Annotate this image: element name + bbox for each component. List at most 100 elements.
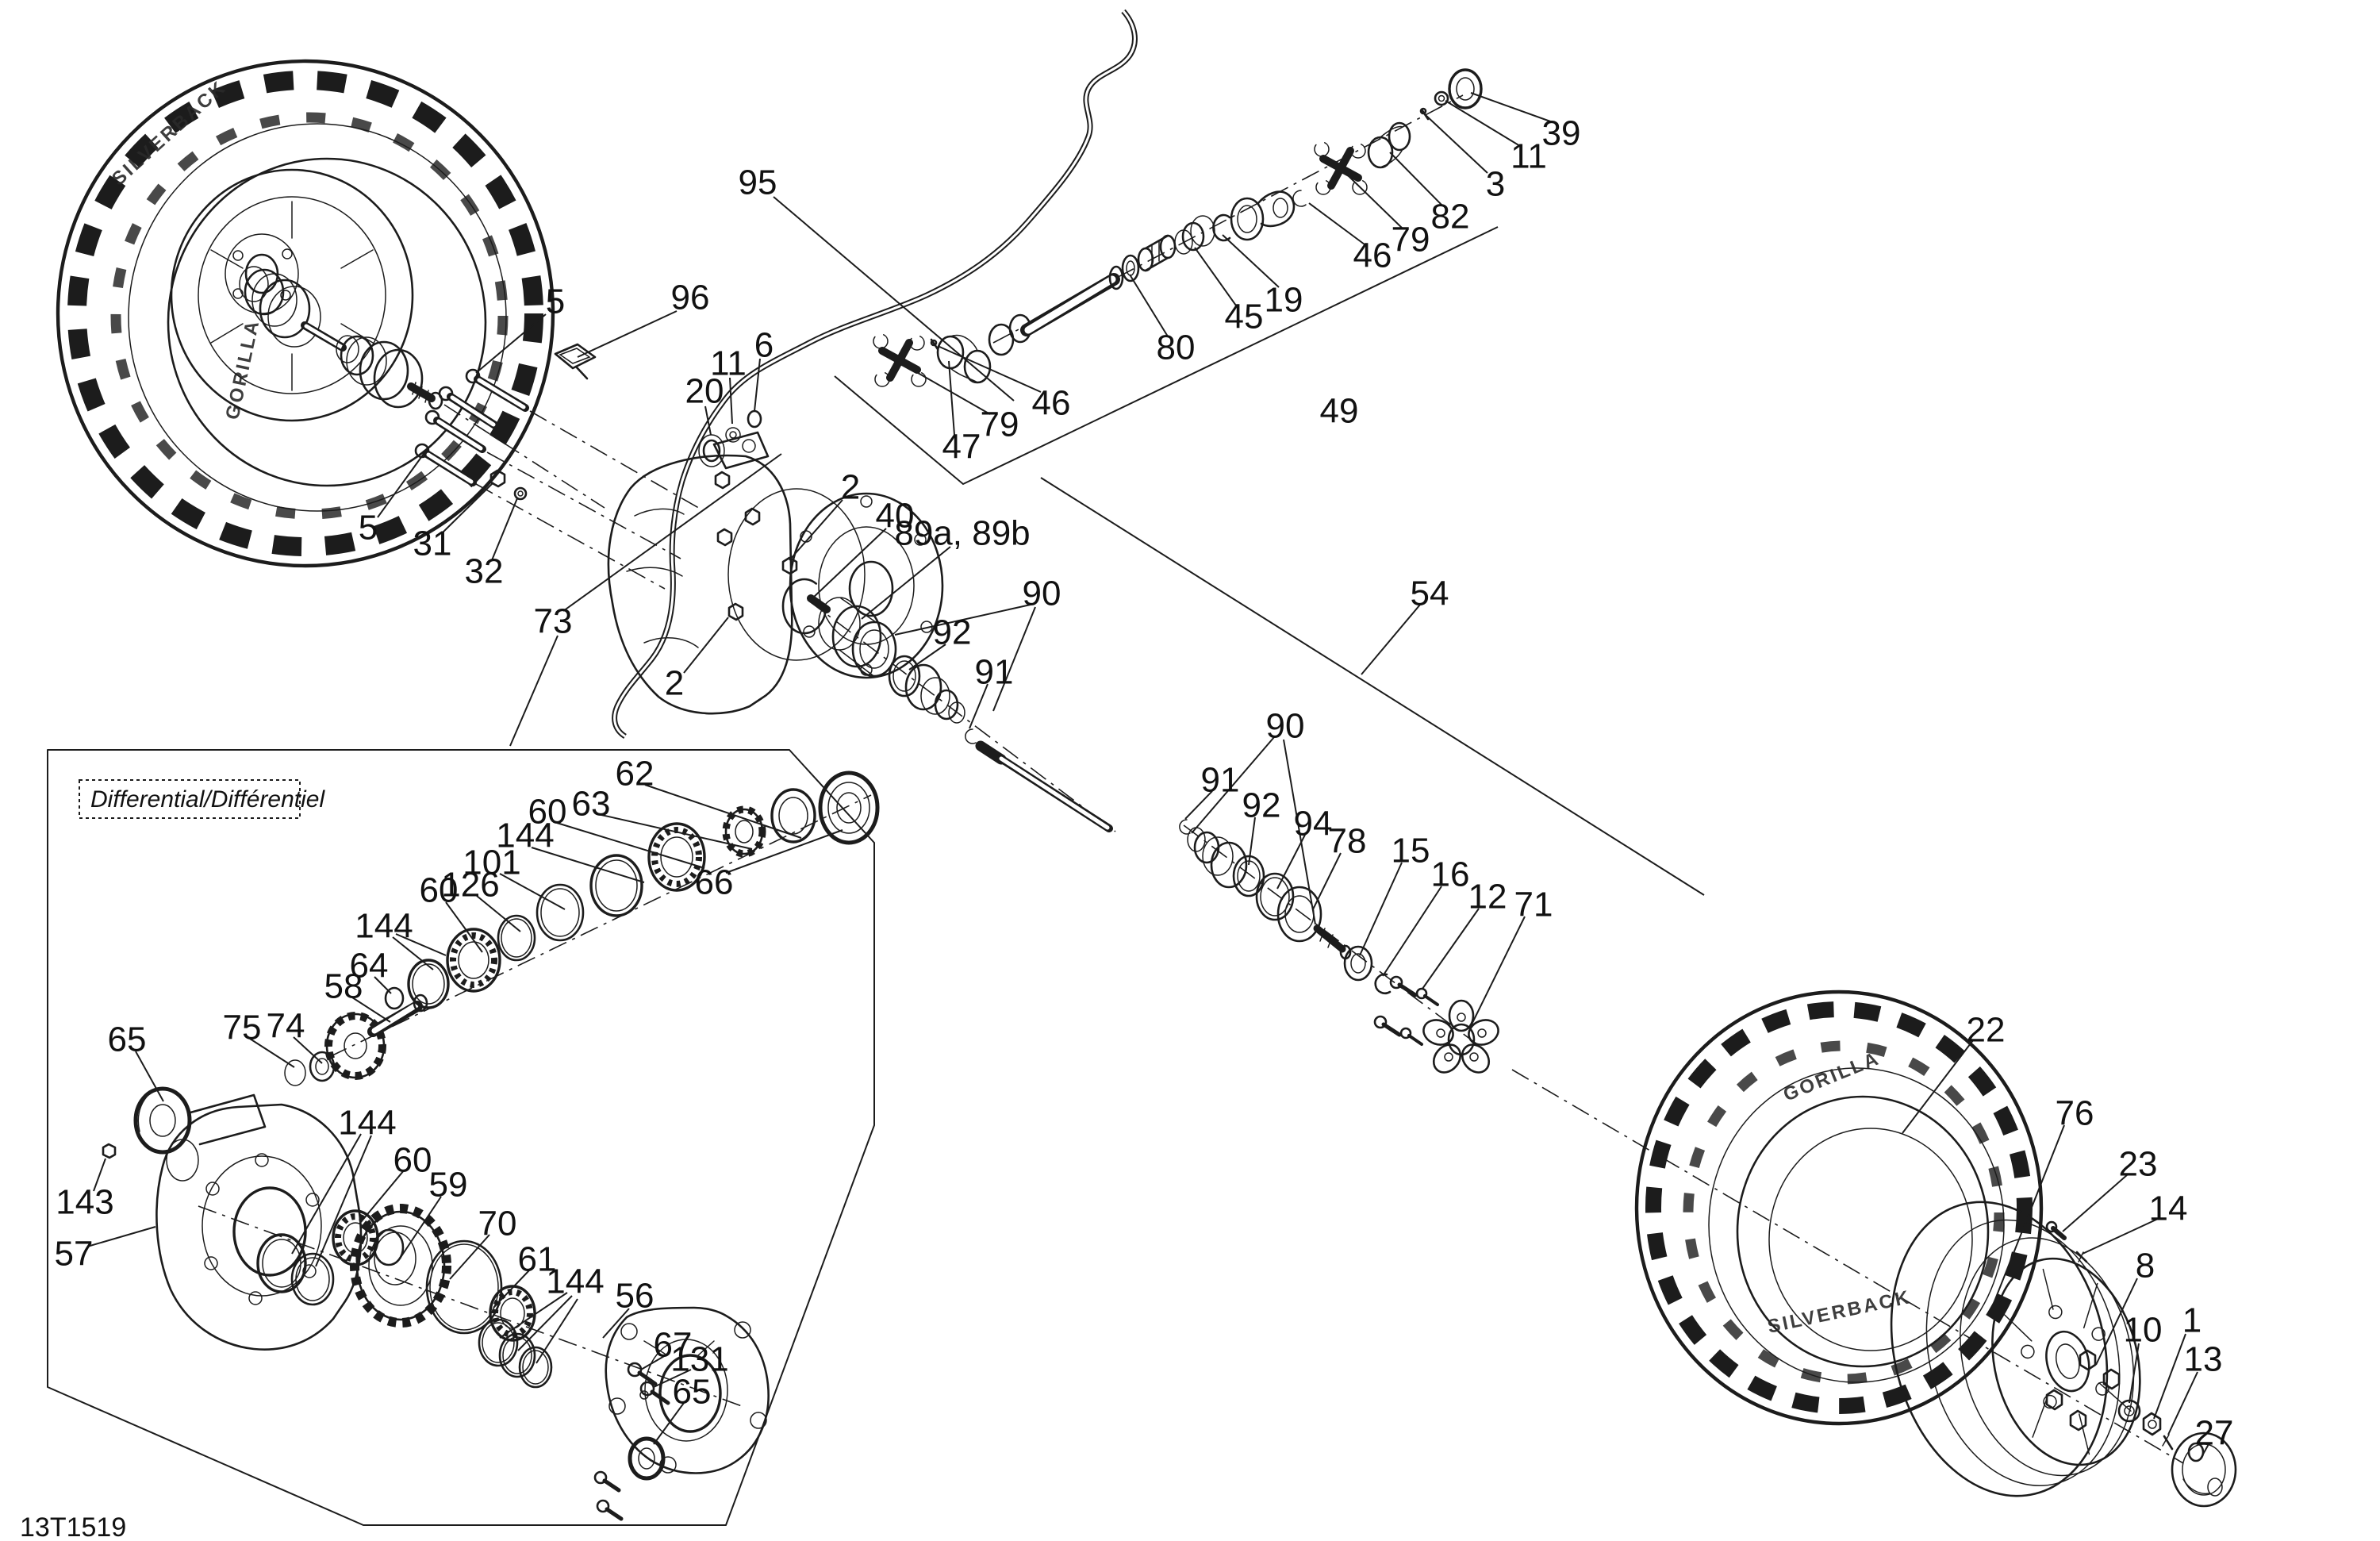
callout-74: 74: [267, 1007, 305, 1046]
leader-line-92: [1248, 817, 1256, 866]
ring-nut-62: [770, 788, 816, 844]
leader-line-15: [1359, 862, 1403, 956]
leader-line-73: [509, 635, 559, 747]
callout-92: 92: [933, 613, 972, 652]
ring-144: [478, 1318, 519, 1367]
callout-46: 46: [1353, 236, 1392, 275]
circlip-91: [965, 728, 977, 744]
propeller-shaft: [988, 68, 1483, 356]
leader-line-54: [1361, 604, 1421, 675]
leader-line-39: [1470, 92, 1553, 123]
leader-line-61: [493, 1270, 530, 1309]
callout-90: 90: [1266, 707, 1305, 746]
leader-line-56: [602, 1308, 630, 1339]
leader-line-144: [499, 1292, 568, 1339]
prop-shaft-bracket-49: [834, 226, 1499, 486]
leader-line-10: [2129, 1343, 2140, 1404]
left-wheel-rim: [170, 168, 414, 422]
washer-11: [725, 427, 741, 443]
leader-line-3: [1425, 114, 1488, 174]
leader-line-8: [2095, 1278, 2138, 1366]
boot-clamp-92: [888, 655, 921, 697]
callout-89a, 89b: 89a, 89b: [894, 514, 1030, 553]
right-wheel-rim-76: [1890, 1201, 2141, 1497]
castle-washer-63: [722, 805, 766, 858]
callout-143: 143: [56, 1183, 113, 1222]
leader-line-60: [556, 822, 705, 869]
leader-line-90: [1191, 736, 1275, 834]
o-ring-64: [384, 986, 405, 1010]
callout-58: 58: [324, 967, 363, 1006]
callout-80: 80: [1157, 329, 1196, 367]
callout-75: 75: [223, 1009, 262, 1047]
leader-line-60: [360, 1170, 405, 1223]
boot-clamp-92: [1232, 855, 1265, 897]
washer-32: [513, 486, 528, 501]
bearing-60: [446, 928, 501, 993]
leader-line-19: [1222, 234, 1280, 288]
callout-6: 6: [754, 326, 774, 365]
leader-line-78: [1312, 852, 1342, 910]
callout-56: 56: [616, 1277, 654, 1316]
seal-66: [818, 770, 880, 845]
leader-line-82: [1389, 152, 1443, 206]
assembly-lines: [834, 226, 1705, 896]
bushing-75: [284, 1059, 306, 1086]
callout-31: 31: [413, 525, 452, 563]
leader-line-144: [531, 847, 645, 883]
callout-5: 5: [359, 509, 378, 548]
ring-101: [536, 883, 585, 942]
callout-8: 8: [2136, 1247, 2155, 1285]
callout-39: 39: [1542, 114, 1581, 153]
leader-line-75: [249, 1038, 295, 1068]
callout-144: 144: [355, 907, 413, 946]
callout-10: 10: [2124, 1311, 2163, 1350]
leader-line-70: [449, 1234, 490, 1280]
callout-11: 11: [1511, 137, 1547, 176]
circlip-91: [1179, 819, 1191, 835]
callout-16: 16: [1431, 855, 1470, 894]
wheel-hub-71: [1422, 999, 1499, 1074]
callout-65: 65: [108, 1020, 147, 1059]
leader-line-27: [2200, 1443, 2209, 1459]
pin-14: [2075, 1251, 2088, 1263]
callout-2: 2: [841, 468, 860, 507]
bearing-15: [1343, 945, 1373, 982]
leader-line-71: [1470, 916, 1526, 1027]
callout-49: 49: [1320, 392, 1359, 431]
callout-91: 91: [975, 653, 1014, 692]
callout-67: 67: [654, 1326, 693, 1365]
callout-66: 66: [695, 863, 734, 902]
callout-20: 20: [685, 372, 724, 411]
pin-3: [1420, 108, 1430, 121]
leader-line-60: [445, 901, 483, 953]
lug-nut-8: [2102, 1368, 2121, 1390]
leader-line-65: [135, 1051, 164, 1102]
nut-31: [489, 469, 506, 488]
ring-144: [498, 1332, 536, 1378]
callout-126: 126: [441, 866, 499, 905]
ring-144: [518, 1346, 553, 1389]
callout-11: 11: [710, 344, 747, 383]
leader-line-73: [562, 453, 782, 612]
callout-14: 14: [2149, 1189, 2188, 1228]
callout-60: 60: [528, 793, 567, 832]
callout-23: 23: [2119, 1145, 2158, 1184]
cv-boot: [904, 663, 942, 711]
callout-60: 60: [420, 871, 459, 910]
leader-line-1: [2153, 1333, 2186, 1420]
center-drive-axle: [781, 578, 1116, 832]
callout-91: 91: [1201, 761, 1240, 800]
leader-line-45: [1194, 247, 1237, 306]
leader-line-144: [315, 1135, 372, 1267]
leader-line-5: [377, 453, 424, 518]
callout-15: 15: [1392, 832, 1430, 870]
leader-line-11: [729, 377, 733, 425]
leader-line-5: [475, 313, 547, 374]
callout-5: 5: [546, 282, 565, 321]
callout-2: 2: [665, 664, 684, 703]
ring-94: [1255, 872, 1295, 921]
pinion-gear-58: [324, 993, 428, 1080]
leader-line-143: [93, 1158, 106, 1192]
callout-46: 46: [1032, 384, 1071, 423]
